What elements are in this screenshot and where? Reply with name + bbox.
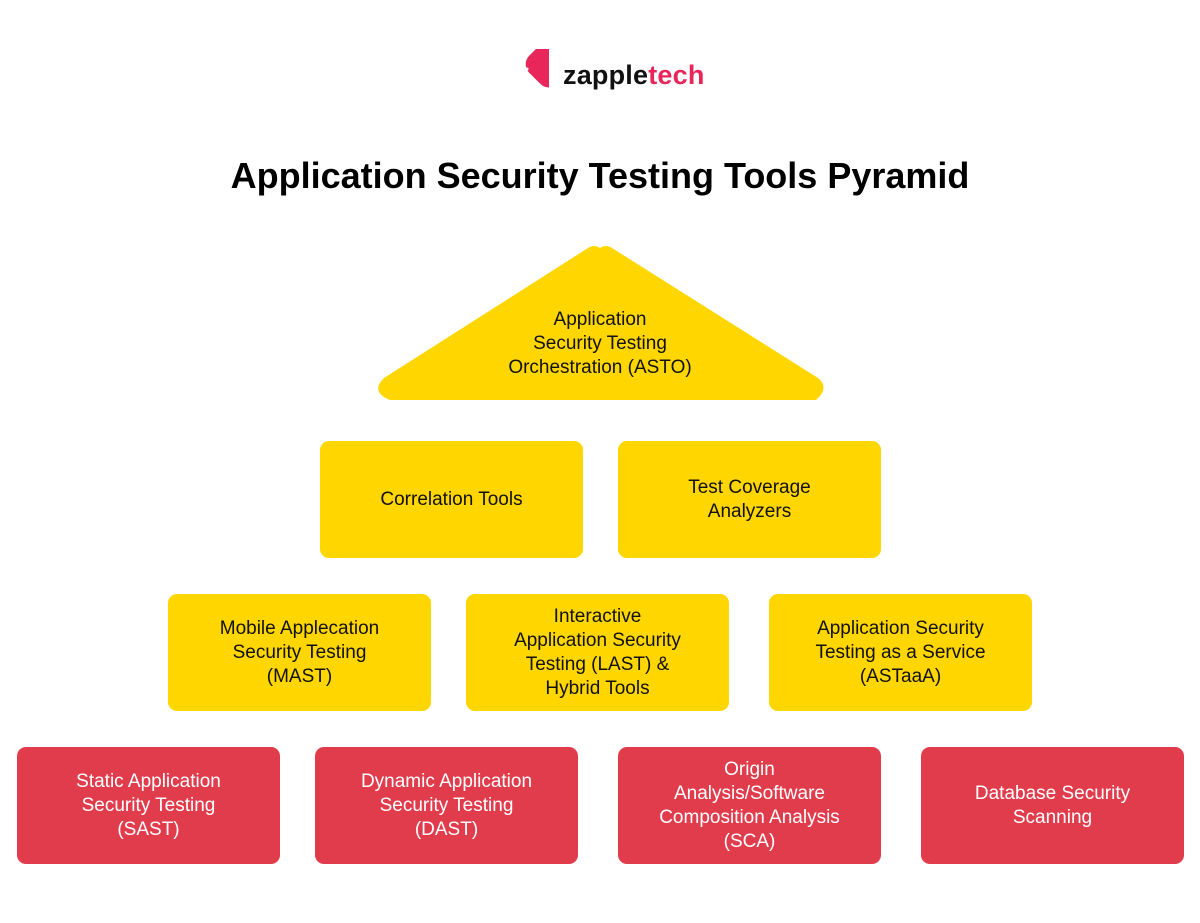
pyramid-apex-label: Application Security Testing Orchestrati… xyxy=(508,309,692,378)
zappletech-logo: zappletech xyxy=(497,49,705,101)
box-label: Mobile Applecation Security Testing (MAS… xyxy=(219,617,380,687)
tier4-box-dast: Dynamic Application Security Testing (DA… xyxy=(315,747,578,864)
tier4-box-sca: Origin Analysis/Software Composition Ana… xyxy=(618,747,881,864)
box-label: Test Coverage Analyzers xyxy=(688,476,811,522)
box-label: Database Security Scanning xyxy=(974,782,1131,828)
tier4-box-sast: Static Application Security Testing (SAS… xyxy=(17,747,280,864)
box-label: Correlation Tools xyxy=(380,488,523,510)
box-label: Static Application Security Testing (SAS… xyxy=(76,770,221,840)
logo-text-accent: tech xyxy=(648,59,705,90)
tier3-box-mast: Mobile Applecation Security Testing (MAS… xyxy=(168,594,431,711)
box-label: Dynamic Application Security Testing (DA… xyxy=(360,770,533,840)
box-label: Origin Analysis/Software Composition Ana… xyxy=(659,758,840,852)
pyramid-apex-shape xyxy=(378,246,824,400)
tier3-box-iast: Interactive Application Security Testing… xyxy=(466,594,729,711)
zappletech-logo-icon xyxy=(511,49,549,88)
logo-wordmark: zappletech xyxy=(563,60,705,91)
page-title: Application Security Testing Tools Pyram… xyxy=(230,155,970,196)
tier3-box-astaas: Application Security Testing as a Servic… xyxy=(769,594,1032,711)
box-label: Interactive Application Security Testing… xyxy=(514,605,681,699)
box-label: Application Security Testing as a Servic… xyxy=(815,617,986,687)
tier4-box-database-scanning: Database Security Scanning xyxy=(921,747,1184,864)
logo-text-dark: zapple xyxy=(563,59,649,90)
tier2-box-test-coverage-analyzers: Test Coverage Analyzers xyxy=(618,441,881,558)
tier2-box-correlation-tools: Correlation Tools xyxy=(320,441,583,558)
